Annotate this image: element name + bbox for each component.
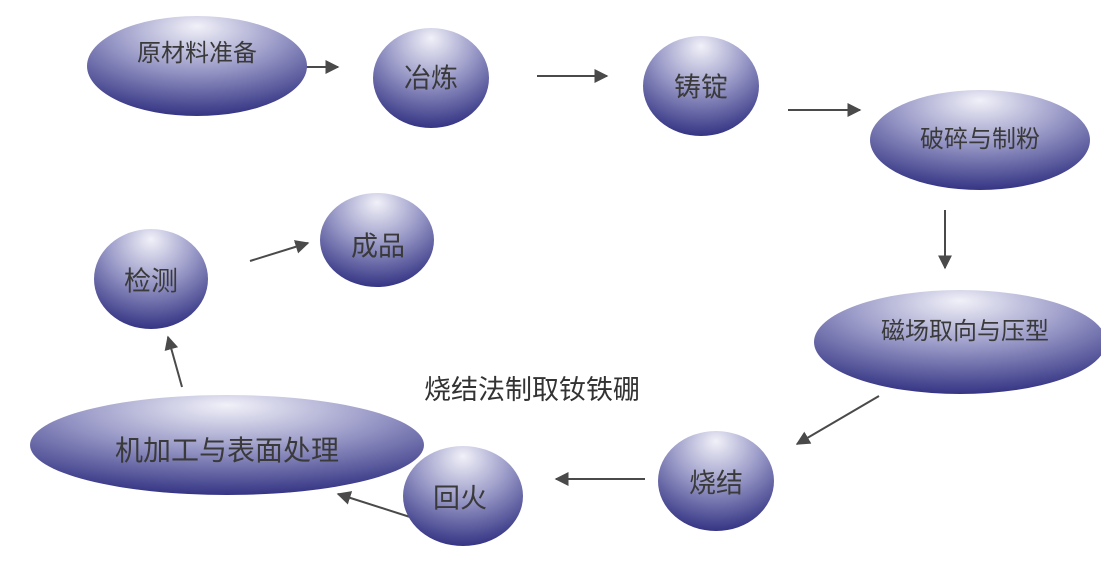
diagram-title: 烧结法制取钕铁硼 — [424, 375, 640, 406]
flow-arrows — [164, 60, 952, 518]
flow-nodes: 原材料准备 冶炼 铸锭 破碎与制粉 磁场取向与压型 烧结 回火 机加工与表面处 — [30, 16, 1101, 546]
node-label: 检测 — [124, 267, 178, 298]
node-label: 磁场取向与压型 — [881, 317, 1049, 345]
arrow-press-to-sinter — [795, 395, 880, 445]
arrow-temper-to-machine — [336, 491, 411, 518]
arrow-inspect-to-product — [249, 240, 310, 262]
node-field-orientation-pressing: 磁场取向与压型 — [814, 290, 1101, 394]
node-label: 冶炼 — [404, 64, 458, 95]
node-inspection: 检测 — [94, 229, 208, 329]
node-raw-material-prep: 原材料准备 — [87, 16, 307, 116]
node-ingot-casting: 铸锭 — [643, 36, 759, 136]
node-machining-surface-treatment: 机加工与表面处理 — [30, 395, 424, 495]
node-crushing-milling: 破碎与制粉 — [870, 90, 1090, 190]
node-label: 破碎与制粉 — [920, 125, 1040, 153]
node-label: 烧结 — [689, 469, 743, 500]
node-label: 回火 — [433, 484, 487, 515]
node-tempering: 回火 — [403, 446, 523, 546]
node-smelting: 冶炼 — [373, 28, 489, 128]
node-label: 机加工与表面处理 — [115, 434, 339, 467]
arrow-machine-to-inspect — [164, 335, 183, 388]
node-label: 原材料准备 — [137, 39, 257, 67]
node-sintering: 烧结 — [658, 431, 774, 531]
node-label: 成品 — [351, 232, 405, 263]
node-finished-product: 成品 — [320, 193, 434, 287]
node-label: 铸锭 — [674, 73, 728, 104]
